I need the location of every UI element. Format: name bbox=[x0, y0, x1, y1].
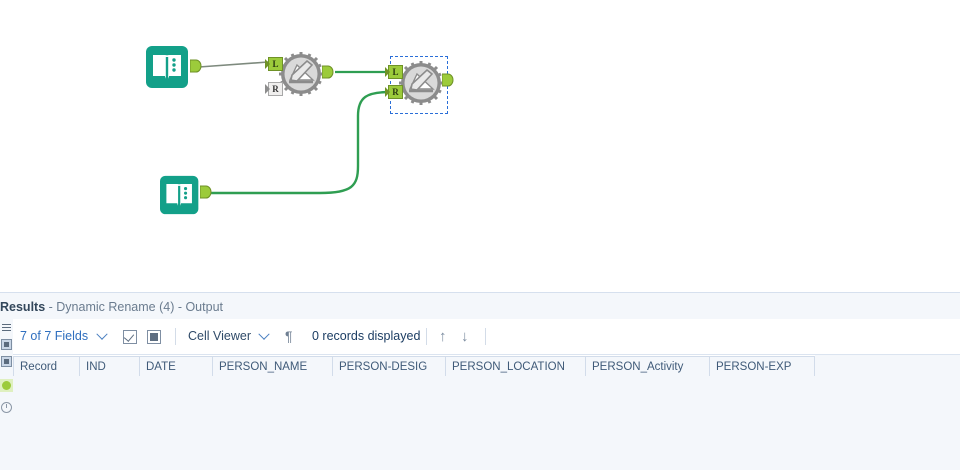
results-title-bar: Results - Dynamic Rename (4) - Output bbox=[0, 297, 223, 317]
input-anchor-right-rename1[interactable]: R bbox=[265, 82, 283, 96]
checkbox-filled-icon[interactable] bbox=[147, 330, 161, 344]
connection-input1-to-rename1[interactable] bbox=[198, 61, 269, 68]
grid-column-header[interactable]: PERSON-EXP bbox=[710, 356, 815, 377]
tool-input-data-2[interactable] bbox=[160, 174, 212, 221]
anchor-caret-icon bbox=[385, 87, 390, 97]
output-anchor-rename1[interactable] bbox=[322, 65, 334, 81]
anchor-caret-icon bbox=[385, 67, 390, 77]
view-mode-label: Cell Viewer bbox=[188, 329, 251, 343]
fields-selector-label: 7 of 7 Fields bbox=[20, 329, 89, 343]
book-icon bbox=[160, 175, 199, 215]
data-grid-icon[interactable] bbox=[0, 338, 13, 351]
results-label: Results bbox=[0, 300, 46, 314]
toolbar-divider bbox=[426, 328, 427, 345]
workflow-canvas[interactable]: L R bbox=[0, 0, 960, 292]
view-mode-selector[interactable]: Cell Viewer bbox=[188, 319, 271, 354]
connection-input2-to-rename4-right[interactable] bbox=[206, 90, 392, 195]
help-icon[interactable] bbox=[0, 401, 13, 414]
grid-column-header[interactable]: DATE bbox=[140, 356, 213, 377]
grid-column-header[interactable]: PERSON_NAME bbox=[213, 356, 333, 377]
next-record-button[interactable]: ↓ bbox=[461, 328, 469, 345]
results-subtitle: - Dynamic Rename (4) - Output bbox=[45, 300, 223, 314]
gear-rename-icon bbox=[399, 61, 443, 105]
toolbar-divider bbox=[485, 328, 486, 345]
grid-body[interactable] bbox=[13, 376, 960, 470]
input-anchor-left-rename1[interactable]: L bbox=[265, 57, 283, 71]
toolbar-divider bbox=[175, 328, 176, 345]
checkbox-checked-icon[interactable] bbox=[123, 330, 137, 344]
grid-column-header[interactable]: Record bbox=[13, 356, 80, 377]
metadata-icon[interactable] bbox=[0, 355, 13, 368]
book-icon bbox=[146, 46, 188, 88]
fields-selector[interactable]: 7 of 7 Fields bbox=[20, 319, 108, 354]
menu-icon[interactable] bbox=[0, 321, 13, 334]
anchor-caret-icon bbox=[265, 59, 270, 69]
grid-column-header[interactable]: IND bbox=[80, 356, 140, 377]
grid-column-header[interactable]: PERSON-DESIG bbox=[333, 356, 446, 377]
pilcrow-icon[interactable]: ¶ bbox=[285, 328, 293, 344]
tool-dynamic-rename-4[interactable]: L R bbox=[385, 60, 454, 111]
output-anchor-input-data-2[interactable] bbox=[200, 185, 212, 201]
input-anchor-right-rename4[interactable]: R bbox=[385, 85, 403, 99]
chevron-down-icon bbox=[95, 328, 108, 340]
results-side-rail bbox=[0, 319, 13, 470]
results-panel: Results - Dynamic Rename (4) - Output bbox=[0, 292, 960, 470]
records-displayed-label: 0 records displayed bbox=[312, 329, 421, 343]
grid-column-header[interactable]: PERSON_Activity bbox=[586, 356, 710, 377]
chevron-down-icon bbox=[258, 328, 271, 340]
output-anchor-input-data-1[interactable] bbox=[190, 59, 202, 75]
input-anchor-left-rename4[interactable]: L bbox=[385, 65, 403, 79]
gear-rename-icon bbox=[279, 52, 323, 96]
results-toolbar: 7 of 7 Fields Cell Viewer ¶ 0 records di… bbox=[13, 319, 960, 355]
tool-input-data-1[interactable] bbox=[146, 44, 202, 95]
tool-dynamic-rename-1[interactable]: L R bbox=[265, 51, 334, 102]
connection-layer bbox=[198, 61, 392, 195]
messages-icon[interactable] bbox=[0, 379, 13, 392]
anchor-caret-icon bbox=[265, 84, 270, 94]
output-anchor-rename4[interactable] bbox=[442, 73, 454, 89]
grid-column-header[interactable]: PERSON_LOCATION bbox=[446, 356, 586, 377]
prev-record-button[interactable]: ↑ bbox=[439, 328, 447, 345]
